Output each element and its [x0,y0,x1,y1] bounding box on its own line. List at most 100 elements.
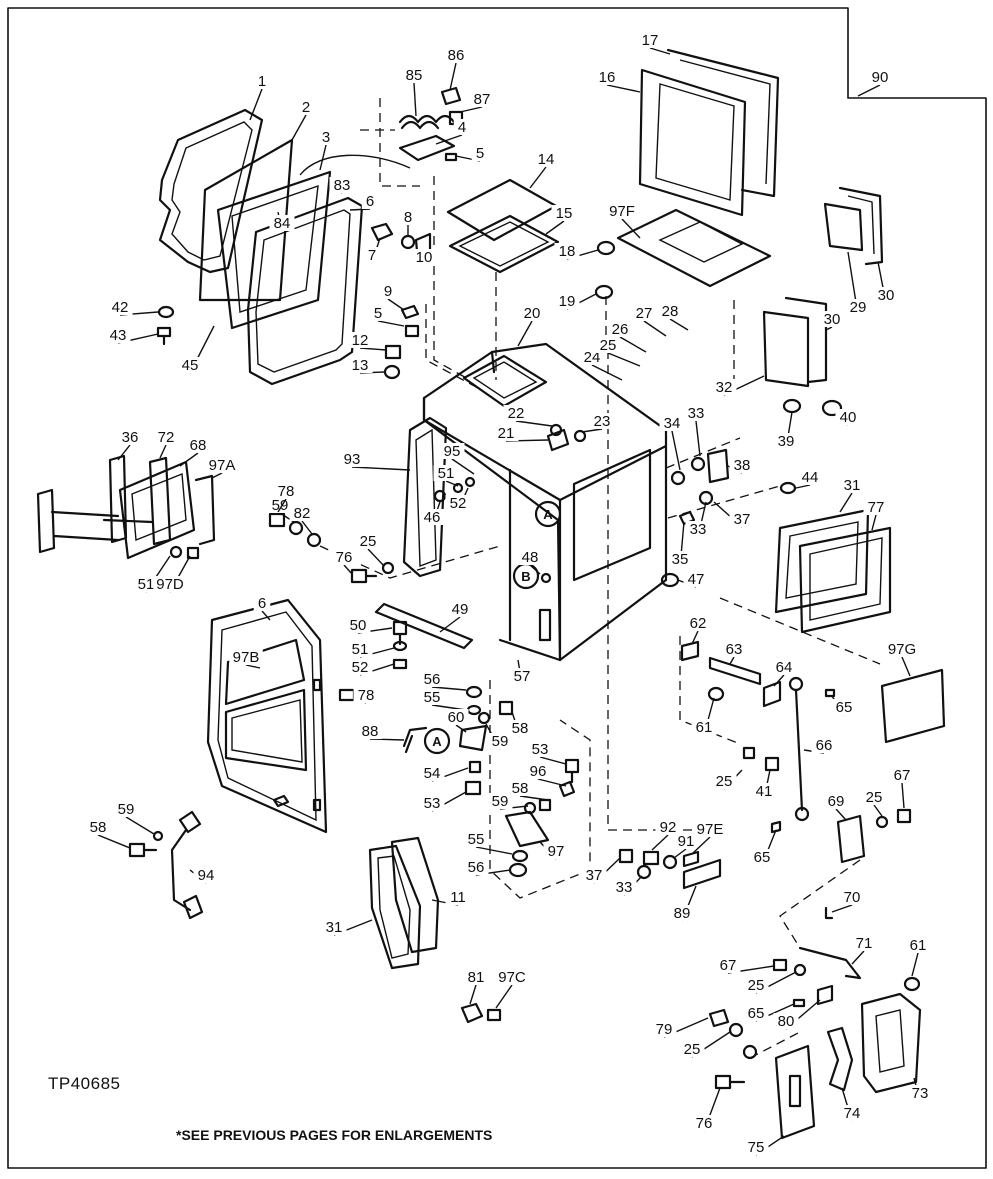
callout-bg-c76b [691,1115,717,1131]
callout-c69: 69 [828,793,845,810]
callout-c13: 13 [352,357,369,374]
callout-c89: 89 [674,905,691,922]
leader-line-c71 [851,950,865,965]
callout-bg-c18 [554,243,580,259]
leader-line-c4 [435,134,463,145]
leader-line-c72 [159,444,167,459]
callout-c51b: 51 [438,465,455,482]
callout-bg-c43 [105,327,131,343]
callout-c61a: 61 [696,719,713,736]
callout-c66: 66 [816,737,833,754]
leader-line-c44 [795,484,811,489]
callout-c59c: 59 [492,793,509,810]
callout-c30b: 30 [824,311,841,328]
callout-bg-c88 [357,723,383,739]
callout-bg-c46 [419,509,445,525]
callout-c11: 11 [450,889,466,906]
callout-c21: 21 [498,425,515,442]
callout-c37b: 37 [586,867,603,884]
callout-bg-c94 [193,867,219,883]
seal-15 [448,214,560,274]
callout-bg-c84 [269,215,295,231]
leader-line-c6a [349,208,371,211]
plate-75 [774,1044,816,1140]
leader-line-c36 [117,444,131,461]
callout-bg-c73 [907,1085,933,1101]
seal-1 [158,108,264,274]
callout-bg-c5a [471,145,489,161]
callout-bg-c25d [861,789,887,805]
leader-line-c2 [291,114,307,141]
seal-31-lower [368,844,422,970]
callout-c75: 75 [748,1139,765,1156]
leader-line-c53a [539,756,567,765]
leader-line-c88 [369,738,405,741]
callout-c82: 82 [294,505,311,522]
callout-bg-c56b [463,859,489,875]
callout-bg-c40 [835,409,861,425]
callout-c57: 57 [514,668,531,685]
callout-bg-c15 [551,205,577,221]
callout-c27: 27 [636,305,653,322]
callout-c56b: 56 [468,859,485,876]
figure-id: TP40685 [48,1074,121,1093]
callout-c34: 34 [664,415,681,432]
callout-c97a: 97A [209,457,236,474]
callout-bg-c1 [253,73,271,89]
callout-c50: 50 [350,617,367,634]
window-opening-right [572,448,652,582]
callout-bg-c25b [355,533,381,549]
frame-border [7,7,987,1169]
callout-bg-c31a [839,477,865,493]
door-6 [206,598,328,834]
callout-bg-c97e [693,821,727,837]
callout-bg-c25a [595,337,621,353]
callout-bg-c25e [743,977,769,993]
callout-c4: 4 [458,119,466,136]
callout-bg-c78a [273,483,299,499]
callout-c97e: 97E [697,821,724,838]
cover-73 [860,992,922,1094]
callout-bg-c64 [771,659,797,675]
leader-line-c91 [673,848,687,859]
callout-bg-c77 [863,499,889,515]
leader-line-c20 [517,320,533,347]
callout-bg-c50 [345,617,371,633]
reference-mark-refA1: A [543,507,553,522]
bracket-38 [706,448,730,484]
callout-c77: 77 [868,499,885,516]
leader-line-c9 [387,298,405,311]
callout-c48: 48 [522,549,539,566]
callout-c88: 88 [362,723,379,740]
callout-bg-c65c [743,1005,769,1021]
callout-c67b: 67 [720,957,737,974]
callout-bg-c12 [347,332,373,348]
callout-c90: 90 [872,69,889,86]
callout-c64: 64 [776,659,793,676]
callout-bg-c75 [743,1139,769,1155]
callout-c2: 2 [302,99,310,116]
reference-mark-refA2: A [432,734,442,749]
callout-c53b: 53 [424,795,441,812]
callout-c25b: 25 [360,533,377,550]
callout-c72: 72 [158,429,175,446]
callout-bg-c82 [289,505,315,521]
leader-line-c85 [413,82,417,117]
callout-bg-c63 [721,641,747,657]
callout-bg-c58c [85,819,111,835]
leader-line-c97e [691,836,711,855]
callout-c26: 26 [612,321,629,338]
callout-c79: 79 [656,1021,673,1038]
callout-c56a: 56 [424,671,441,688]
callout-bg-c74 [839,1105,865,1121]
callout-c97f: 97F [609,203,635,220]
callout-bg-c58a [507,720,533,736]
callout-c59d: 59 [118,801,135,818]
callout-bg-c37b [581,867,607,883]
roof-opening [462,354,548,408]
callout-c29: 29 [850,299,867,316]
leader-line-c6b [261,610,271,621]
leader-line-c97g [901,656,911,677]
